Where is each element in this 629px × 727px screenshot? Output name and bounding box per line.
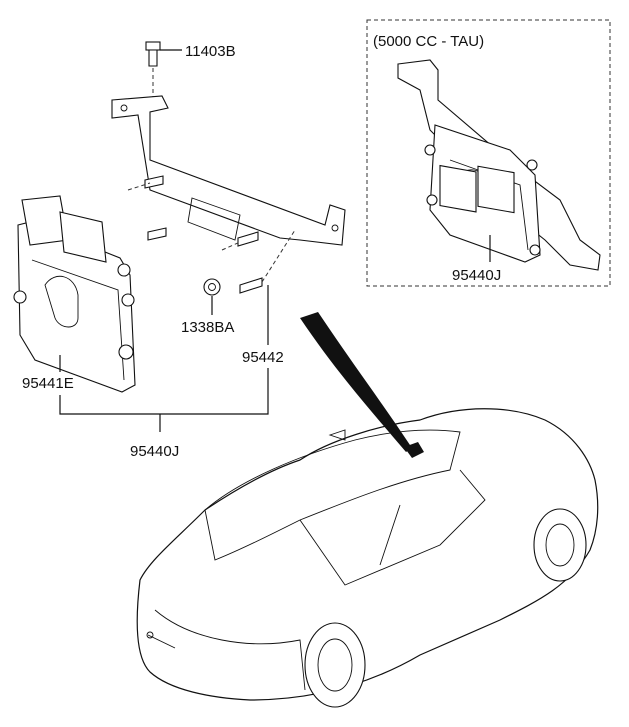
module-label: 95441E bbox=[22, 375, 74, 392]
inset-assembly-label: 95440J bbox=[452, 267, 501, 284]
assembly-label: 95440J bbox=[130, 443, 179, 460]
car-illustration bbox=[136, 408, 599, 708]
module-location-mark bbox=[404, 442, 424, 458]
stud-3 bbox=[237, 231, 259, 247]
bolt-part: 11403B bbox=[145, 41, 236, 100]
nut-label: 1338BA bbox=[181, 319, 234, 336]
bolt-label: 11403B bbox=[185, 43, 236, 60]
inset-panel: (5000 CC - TAU) 95440J bbox=[366, 19, 611, 287]
inset-border bbox=[366, 19, 611, 287]
car-body bbox=[136, 408, 599, 701]
bracket-part: 95442 bbox=[111, 95, 346, 366]
assembly-bracket-line bbox=[59, 368, 269, 415]
nut-body bbox=[203, 278, 221, 296]
bolt-shank bbox=[148, 49, 158, 67]
inset-title: (5000 CC - TAU) bbox=[373, 33, 484, 50]
bracket-label: 95442 bbox=[242, 349, 284, 366]
car-side-window bbox=[299, 469, 486, 586]
module-oval bbox=[44, 275, 79, 328]
car-front-wheel bbox=[533, 508, 587, 582]
bracket-slot bbox=[187, 197, 241, 241]
assembly-callout: 95440J bbox=[59, 368, 269, 460]
module-connector-b bbox=[59, 211, 107, 263]
stud-1 bbox=[144, 175, 164, 189]
car-rear-window bbox=[204, 429, 461, 561]
bracket-plate bbox=[111, 95, 346, 246]
stud-4 bbox=[239, 277, 263, 294]
inset-connector-b bbox=[477, 165, 515, 214]
inset-connector-a bbox=[439, 164, 477, 213]
bolt-head bbox=[145, 41, 161, 51]
car-rear-wheel bbox=[304, 622, 366, 708]
module-part: 95441E bbox=[13, 195, 136, 393]
car-trunk-line bbox=[154, 609, 306, 691]
stud-2 bbox=[147, 227, 167, 241]
nut-part: 1338BA bbox=[181, 278, 234, 336]
location-arrow bbox=[300, 312, 412, 452]
